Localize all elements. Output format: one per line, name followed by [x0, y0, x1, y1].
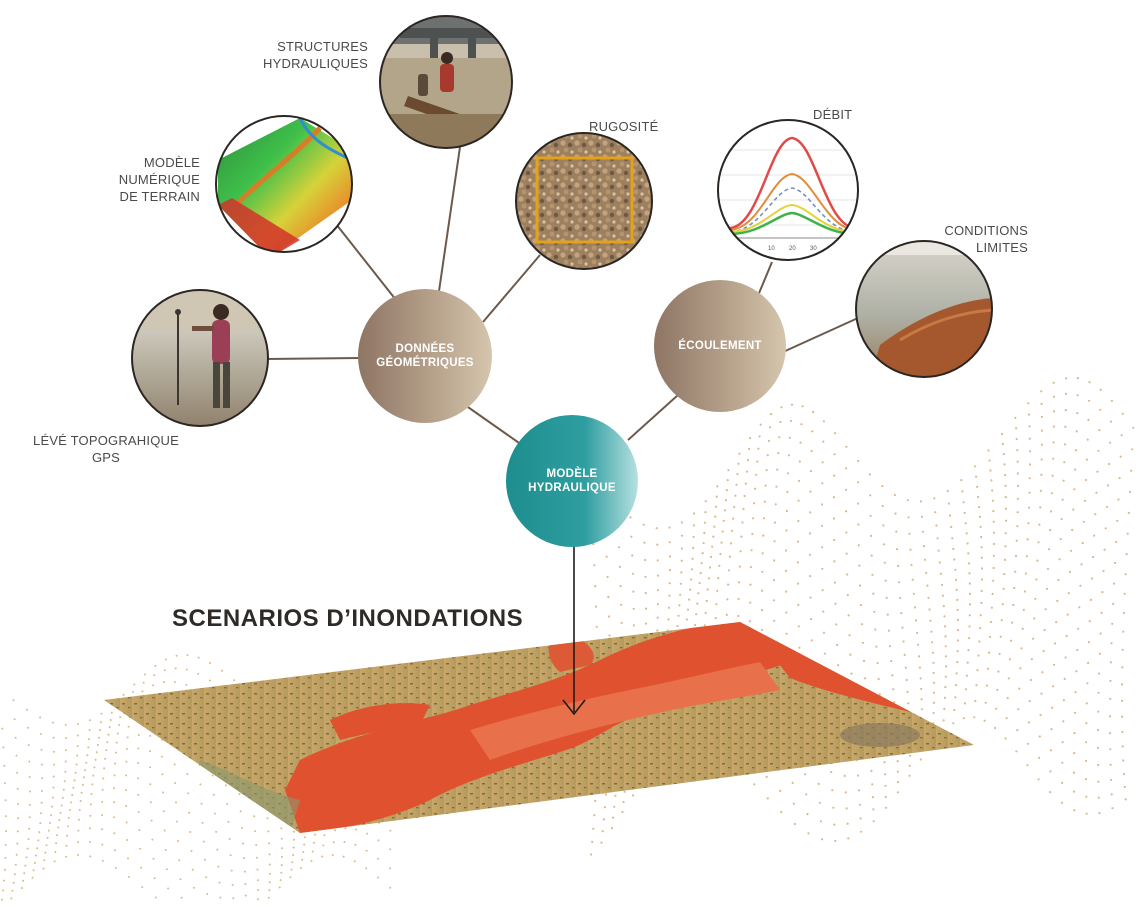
hydraulic-model-label-line-2: HYDRAULIQUE — [528, 482, 616, 494]
discharge-label-line-1: DÉBIT — [813, 107, 853, 122]
dem-label-line-2: NUMÉRIQUE — [118, 172, 200, 187]
boundary-label-line-2: LIMITES — [976, 240, 1028, 255]
hydraulic-model-node — [506, 415, 638, 547]
geometry-data-node — [358, 289, 492, 423]
survey-label-line-2: GPS — [91, 450, 121, 465]
structures-label-line-2: HYDRAULIQUES — [263, 56, 368, 71]
dem-label-line-1: MODÈLE — [143, 155, 200, 170]
page-title: SCENARIOS D’INONDATIONS — [172, 605, 524, 632]
survey-photo — [131, 289, 269, 427]
structures-label: STRUCTURES HYDRAULIQUES — [250, 38, 368, 72]
roughness-label: RUGOSITÉ — [589, 118, 689, 135]
geometry-data-label: DONNÉES GÉOMÉTRIQUES — [358, 342, 492, 370]
discharge-label: DÉBIT — [813, 106, 893, 123]
flow-label: ÉCOULEMENT — [654, 339, 786, 353]
flow-node — [654, 280, 786, 412]
boundary-conditions-photo — [855, 240, 993, 378]
roughness-photo — [515, 132, 653, 270]
boundary-label: CONDITIONS LIMITES — [900, 222, 1028, 256]
survey-label-line-1: LÉVÉ TOPOGRAHIQUE — [33, 433, 179, 448]
discharge-tick-3: 30 — [810, 246, 817, 252]
structures-photo — [379, 15, 513, 149]
discharge-tick-1: 10 — [768, 246, 775, 252]
survey-label: LÉVÉ TOPOGRAHIQUE GPS — [16, 432, 196, 466]
geometry-data-label-line-2: GÉOMÉTRIQUES — [376, 357, 474, 369]
discharge-chart-photo: 10 20 30 — [717, 119, 859, 261]
dem-photo — [215, 115, 353, 253]
hydraulic-model-label: MODÈLE HYDRAULIQUE — [506, 467, 638, 495]
structures-label-line-1: STRUCTURES — [277, 39, 368, 54]
dem-label: MODÈLE NUMÉRIQUE DE TERRAIN — [100, 154, 200, 205]
geometry-data-label-line-1: DONNÉES — [395, 343, 455, 355]
roughness-label-line-1: RUGOSITÉ — [589, 119, 659, 134]
hydraulic-model-label-line-1: MODÈLE — [546, 468, 598, 480]
flood-scenario-map — [104, 545, 974, 833]
dem-label-line-3: DE TERRAIN — [119, 189, 200, 204]
flow-label-line-1: ÉCOULEMENT — [678, 340, 762, 352]
discharge-tick-2: 20 — [789, 246, 796, 252]
connectors — [265, 146, 859, 446]
boundary-label-line-1: CONDITIONS — [944, 223, 1028, 238]
